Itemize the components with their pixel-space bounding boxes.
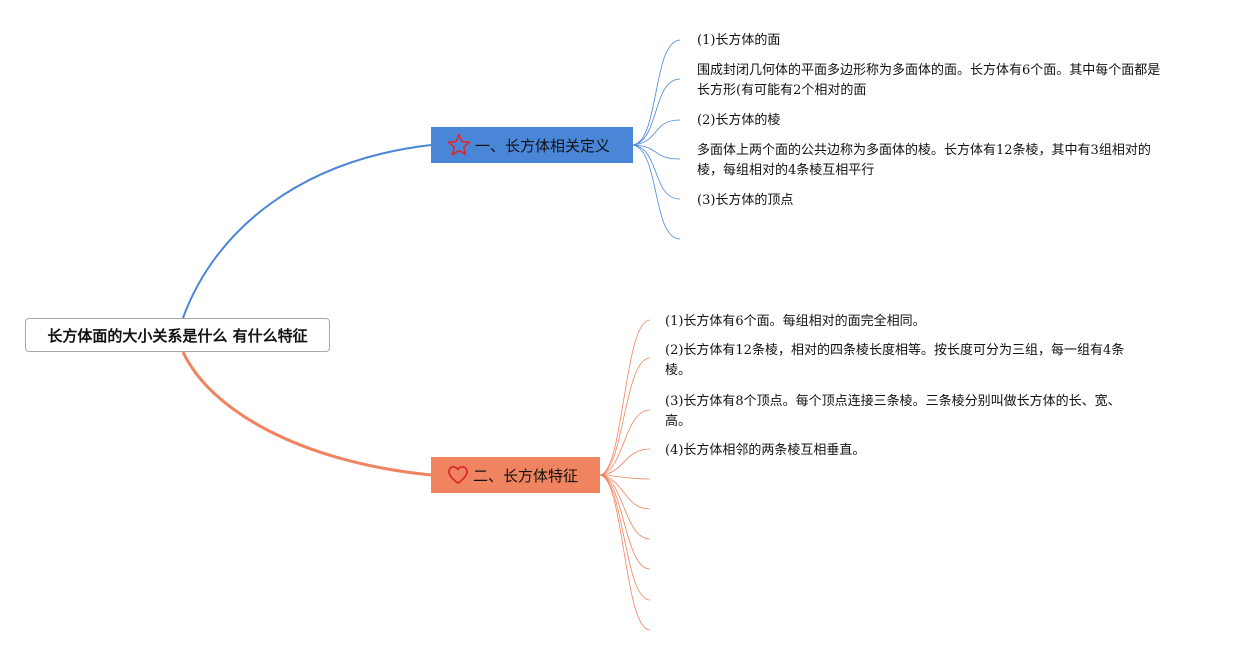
- connector-root-branch1: [182, 144, 432, 319]
- feature-item[interactable]: 棱。: [665, 363, 692, 378]
- feature-item[interactable]: (4)长方体相邻的两条棱互相垂直。: [665, 443, 866, 458]
- definition-item[interactable]: 棱，每组相对的4条棱互相平行: [697, 163, 875, 178]
- feature-item[interactable]: (1)长方体有6个面。每组相对的面完全相同。: [665, 314, 926, 329]
- star-icon: [447, 133, 471, 156]
- connector-root-branch2: [181, 351, 432, 477]
- branch-definitions-label: 一、长方体相关定义: [475, 136, 611, 155]
- heart-icon: [448, 466, 468, 484]
- root-topic[interactable]: 长方体面的大小关系是什么 有什么特征: [25, 318, 330, 352]
- definition-item[interactable]: (2)长方体的棱: [697, 113, 781, 128]
- definition-item[interactable]: (3)长方体的顶点: [697, 193, 794, 208]
- branch2-fan: [599, 319, 651, 631]
- branch-definitions[interactable]: 一、长方体相关定义: [431, 127, 633, 163]
- feature-item[interactable]: (3)长方体有8个顶点。每个顶点连接三条棱。三条棱分别叫做长方体的长、宽、: [665, 394, 1121, 409]
- branch-features-label: 二、长方体特征: [473, 466, 579, 485]
- feature-item[interactable]: (2)长方体有12条棱，相对的四条棱长度相等。按长度可分为三组，每一组有4条: [665, 343, 1125, 358]
- branch-features[interactable]: 二、长方体特征: [431, 457, 600, 493]
- definition-item[interactable]: 多面体上两个面的公共边称为多面体的棱。长方体有12条棱，其中有3组相对的: [697, 143, 1151, 158]
- branch1-fan: [632, 39, 681, 240]
- definition-item[interactable]: 长方形(有可能有2个相对的面: [697, 83, 867, 98]
- definition-item[interactable]: (1)长方体的面: [697, 33, 781, 48]
- feature-item[interactable]: 高。: [665, 414, 692, 429]
- definition-item[interactable]: 围成封闭几何体的平面多边形称为多面体的面。长方体有6个面。其中每个面都是: [697, 63, 1161, 78]
- root-topic-label: 长方体面的大小关系是什么 有什么特征: [47, 326, 308, 345]
